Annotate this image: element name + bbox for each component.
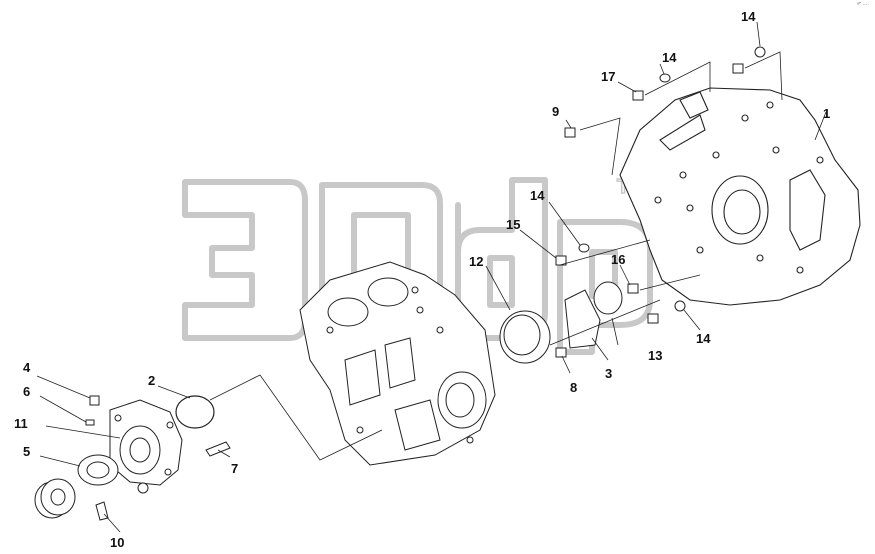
pulley-icon: [34, 478, 76, 519]
engine-block-icon: [299, 261, 496, 466]
bolt-icon: [85, 395, 149, 494]
callout-1: 1: [823, 106, 830, 121]
bearing-cover-icon: [499, 281, 623, 364]
callout-13: 13: [648, 348, 662, 363]
callout-14a: 14: [741, 9, 756, 24]
callout-14b: 14: [662, 50, 677, 65]
oil-seal-icon: [77, 454, 119, 486]
callout-3: 3: [605, 366, 612, 381]
oil-pump-icon: [109, 399, 183, 486]
gasket-icon: [175, 395, 215, 429]
callout-16: 16: [611, 252, 625, 267]
callout-17: 17: [601, 69, 615, 84]
corner-mark: ᵍᴾ ····: [857, 2, 869, 8]
callout-11: 11: [14, 416, 28, 431]
flywheel-housing-icon: [619, 87, 861, 306]
callout-10: 10: [110, 535, 124, 550]
bolt-icon: [555, 63, 744, 358]
leader-lines: [36, 21, 827, 533]
callout-6: 6: [23, 384, 30, 399]
callout-7: 7: [231, 461, 238, 476]
washer-icon: [578, 46, 766, 312]
callout-12: 12: [469, 254, 483, 269]
callout-labels: 1 2 3 4 5 6 7 8 9 10 11 12 13 14 14 14 1…: [14, 9, 830, 550]
callout-4: 4: [23, 360, 31, 375]
callout-14d: 14: [696, 331, 711, 346]
callout-2: 2: [148, 373, 155, 388]
callout-14c: 14: [530, 188, 545, 203]
callout-15: 15: [506, 217, 520, 232]
callout-9: 9: [552, 104, 559, 119]
callout-5: 5: [23, 444, 30, 459]
callout-8: 8: [570, 380, 577, 395]
